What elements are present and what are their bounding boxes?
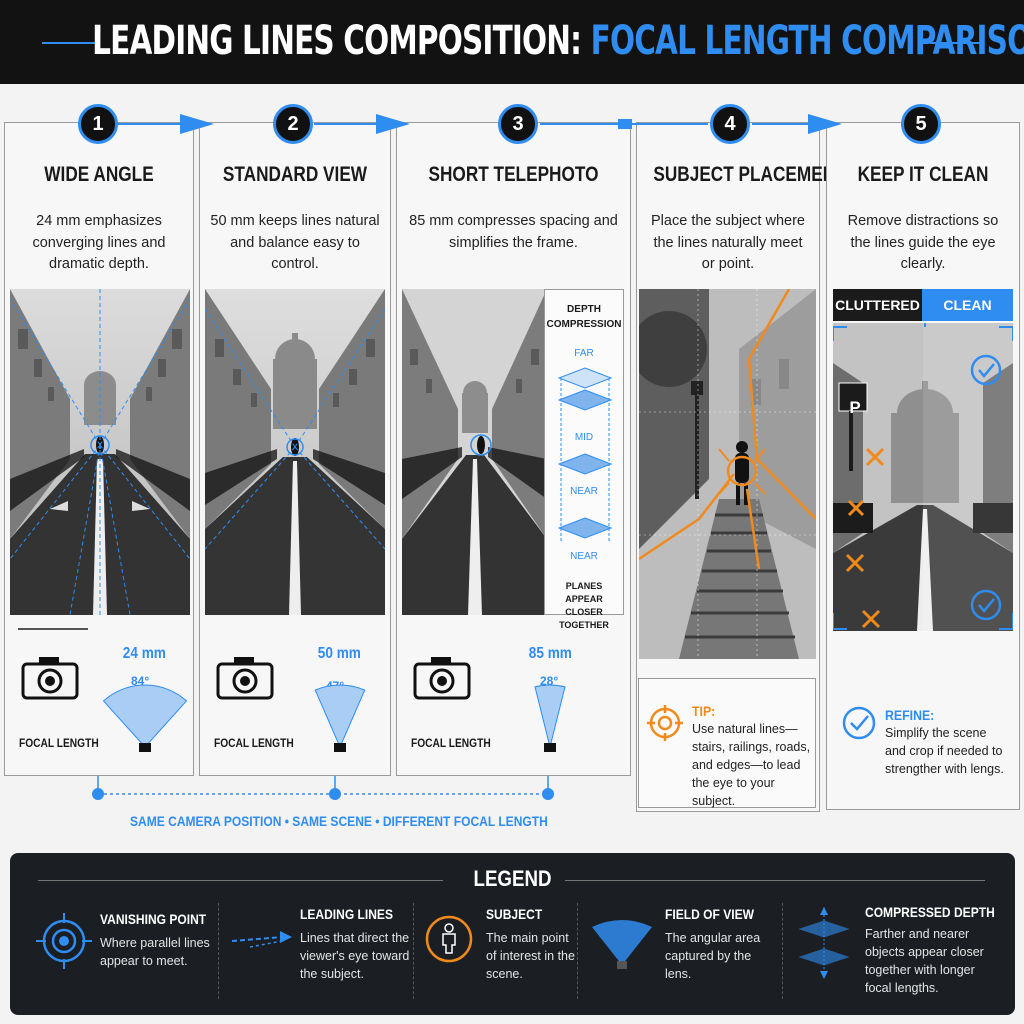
legend-desc-field-of-view: The angular area captured by the lens. [665,931,761,981]
panel-keep-it-clean: KEEP IT CLEAN Remove distractions so the… [826,122,1020,810]
legend-name-compressed-depth: COMPRESSED DEPTH [865,904,995,920]
tip-box: TIP: Use natural lines—stairs, railings,… [638,678,816,808]
title-accent: FOCAL LENGTH COMPARISON [590,18,1024,64]
street-photo-85mm [402,289,547,615]
field-of-view-angle: 84° [131,674,150,688]
focal-length-value: 24 mm [122,645,166,662]
legend-rule-left [38,880,443,881]
refine-check-icon [842,706,876,740]
same-camera-connector [92,776,554,800]
fov-wedge [314,684,366,749]
legend-separator [218,903,219,999]
legend-name-vanishing-point: VANISHING POINT [100,911,207,927]
clean-frame-marker [835,326,847,338]
step-badge-5: 5 [901,104,941,144]
legend-desc-vanishing-point: Where parallel lines appear to meet. [100,936,210,968]
camera-icon [216,657,274,700]
camera-icon [21,657,79,700]
depth-caption: PLANES APPEAR CLOSER TOGETHER [559,581,609,630]
field-of-view-icon [592,920,652,969]
focal-length-value: 50 mm [317,645,361,662]
target-icon [647,705,683,741]
legend-desc-subject: The main point of interest in the scene. [486,931,575,981]
refine-text: Simplify the scene and crop if needed to… [885,726,1004,776]
vanishing-point-icon [36,913,92,969]
legend-name-subject: SUBJECT [486,906,543,922]
tip-text: Use natural lines—stairs, railings, road… [692,722,811,808]
panel-short-telephoto: SHORT TELEPHOTO 85 mm compresses spacing… [396,122,631,776]
title-main: LEADING LINES COMPOSITION: [92,18,582,64]
leading-lines-icon [231,931,292,948]
panel-standard-view: STANDARD VIEW 50 mm keeps lines natural … [199,122,391,776]
panel-description: 85 mm compresses spacing and simplifies … [409,213,618,251]
header-rule-right [930,42,984,44]
legend-title: LEGEND [473,866,552,891]
legend-name-leading-lines: LEADING LINES [300,906,393,922]
field-of-view-angle: 28° [540,674,559,688]
parking-sign-icon: P [849,398,861,417]
fov-wedge [534,684,566,748]
legend-panel: LEGEND VANISHING POINT Where parallel li… [10,853,1015,1015]
depth-planes [557,367,613,542]
check-icon [970,589,1002,621]
panel-title: STANDARD VIEW [222,163,368,186]
legend-rule-right [565,880,985,881]
label-mid: MID [574,432,594,443]
label-near: NEAR [570,551,598,562]
focal-length-label: FOCAL LENGTH [411,736,491,750]
street-photo-50mm [205,289,385,615]
panel-title: KEEP IT CLEAN [857,163,989,186]
check-icon [970,354,1002,386]
step-badge-4: 4 [710,104,750,144]
fov-cone [534,684,566,752]
subject-icon [425,915,473,963]
legend-desc-leading-lines: Lines that direct the viewer's eye towar… [300,931,410,981]
focal-length-label: FOCAL LENGTH [19,736,99,750]
legend-separator [577,903,578,999]
depth-compression-diagram: DEPTH COMPRESSION FAR MID NEAR NEAR PLAN… [544,289,624,630]
fov-cone [102,684,188,752]
tip-heading: TIP: [692,703,716,719]
refine-heading: REFINE: [885,707,935,723]
panel-description: 24 mm emphasizes converging lines and dr… [32,213,166,272]
depth-compression-title: DEPTH COMPRESSION [546,304,622,330]
legend-separator [413,903,414,999]
step-badge-2: 2 [273,104,313,144]
panel-title: SUBJECT PLACEMENT [653,163,846,186]
focal-divider [18,628,88,630]
header-rule-left [42,42,96,44]
clean-tab: CLEAN [922,289,1013,321]
cluttered-tab: CLUTTERED [833,289,922,321]
focal-length-label: FOCAL LENGTH [214,736,294,750]
street-photo-24mm [10,289,190,615]
stairs-photo [639,289,816,659]
page-title: LEADING LINES COMPOSITION: FOCAL LENGTH … [92,18,1024,64]
legend-desc-compressed-depth: Farther and nearer objects appear closer… [865,927,984,995]
panel-wide-angle: WIDE ANGLE 24 mm emphasizes converging l… [4,122,194,776]
label-near-upper: NEAR [570,486,598,497]
lens-marker [139,743,151,752]
clutter-compare-photo [833,323,1013,631]
fov-cone [314,684,366,752]
step-connectors [118,114,842,134]
panel-title: SHORT TELEPHOTO [428,163,599,186]
compressed-depth-icon [798,907,850,979]
legend-name-field-of-view: FIELD OF VIEW [665,906,754,922]
step-badge-3: 3 [498,104,538,144]
step-badge-1: 1 [78,104,118,144]
lens-marker [544,743,556,752]
camera-icon [413,657,471,700]
header-bar: LEADING LINES COMPOSITION: FOCAL LENGTH … [0,0,1024,84]
legend-separator [782,903,783,999]
panel-description: Place the subject where the lines natura… [651,213,805,272]
same-camera-caption: SAME CAMERA POSITION • SAME SCENE • DIFF… [130,813,548,829]
focal-length-value: 85 mm [528,645,572,662]
panel-title: WIDE ANGLE [44,163,154,186]
panel-description: Remove distractions so the lines guide t… [847,213,999,272]
panel-description: 50 mm keeps lines natural and balance ea… [210,213,380,272]
label-far: FAR [574,348,594,359]
lens-marker [334,743,346,752]
fov-wedge [102,684,188,748]
